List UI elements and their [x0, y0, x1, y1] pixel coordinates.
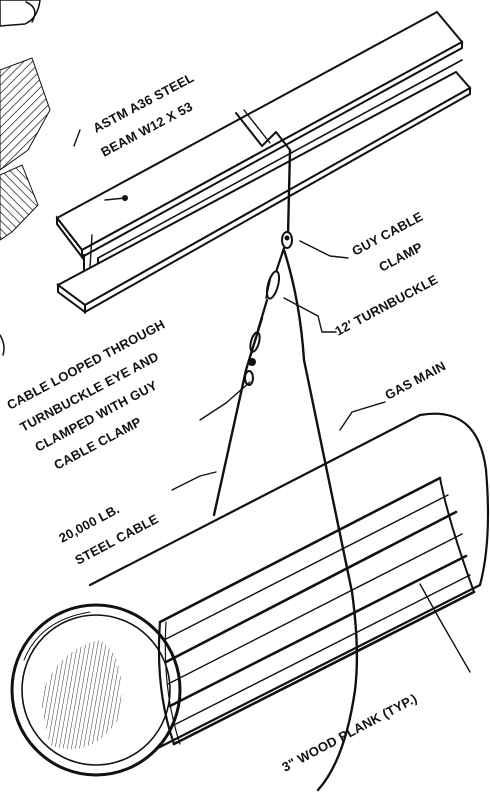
gas-main-pipe: [10, 412, 490, 777]
guy-cable-clamp: [281, 231, 293, 249]
background-hatching: [0, 0, 51, 356]
clamp-label-line2: CLAMP: [376, 239, 425, 274]
wood-planks: [157, 476, 476, 746]
wood-plank-label: 3" WOOD PLANK (TYP.): [279, 691, 419, 775]
cable-assembly: [212, 148, 359, 792]
turnbuckle: [249, 246, 286, 353]
leader-lines: [73, 129, 471, 673]
turnbuckle-label: 12' TURNBUCKLE: [332, 272, 440, 339]
steel-i-beam: [55, 10, 472, 314]
gas-main-label: GAS MAIN: [382, 358, 448, 403]
